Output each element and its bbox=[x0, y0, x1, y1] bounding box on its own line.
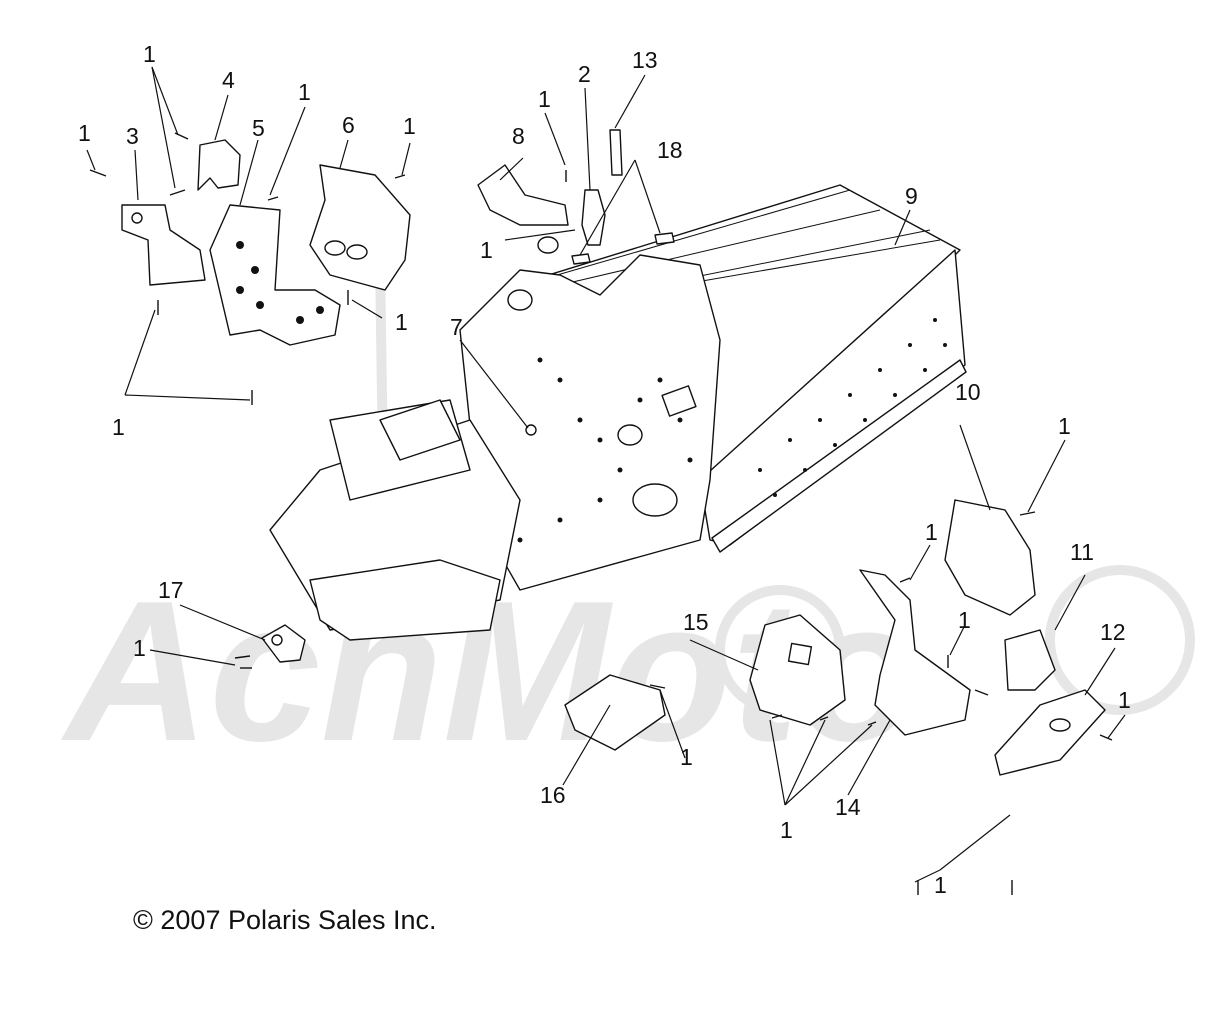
leader-lines bbox=[86, 66, 1126, 883]
callout-1: 1 bbox=[680, 744, 693, 770]
part-2-bracket bbox=[581, 189, 606, 246]
part-7-fastener bbox=[525, 424, 537, 436]
part-16-plate bbox=[564, 674, 666, 751]
callout-9: 9 bbox=[905, 183, 918, 209]
part-6-cover bbox=[309, 164, 411, 291]
part-4-bracket bbox=[197, 139, 241, 191]
callout-1: 1 bbox=[403, 113, 416, 139]
callout-1: 1 bbox=[925, 519, 938, 545]
callout-12: 12 bbox=[1100, 619, 1126, 645]
callout-10: 10 bbox=[955, 379, 981, 405]
chassis-assembly bbox=[269, 184, 967, 641]
watermark-wheel-icon bbox=[1045, 565, 1195, 715]
part-3-bracket bbox=[121, 204, 206, 286]
callout-3: 3 bbox=[126, 123, 139, 149]
part-11-bracket bbox=[1004, 629, 1056, 691]
part-12-bracket bbox=[994, 689, 1106, 776]
callout-11: 11 bbox=[1070, 539, 1094, 565]
callout-1: 1 bbox=[78, 120, 91, 146]
callout-18: 18 bbox=[657, 137, 683, 163]
callout-1: 1 bbox=[143, 41, 156, 67]
callout-16: 16 bbox=[540, 782, 566, 808]
rivets bbox=[89, 132, 1113, 895]
part-14-bracket bbox=[859, 569, 971, 736]
callout-14: 14 bbox=[835, 794, 861, 820]
callout-17: 17 bbox=[158, 577, 184, 603]
callout-1: 1 bbox=[1118, 687, 1131, 713]
callout-1: 1 bbox=[934, 872, 947, 898]
callout-1: 1 bbox=[395, 309, 408, 335]
callout-13: 13 bbox=[632, 47, 658, 73]
callout-1: 1 bbox=[133, 635, 146, 661]
callout-1: 1 bbox=[298, 79, 311, 105]
callout-6: 6 bbox=[342, 112, 355, 138]
part-5-skid-plate bbox=[209, 204, 341, 346]
callout-1: 1 bbox=[112, 414, 125, 440]
callout-1: 1 bbox=[1058, 413, 1071, 439]
callout-7: 7 bbox=[450, 314, 463, 340]
part-8-bracket bbox=[477, 164, 569, 226]
part-18-pads bbox=[571, 232, 675, 265]
callout-labels: 1 4 1 6 1 1 3 5 1 1 2 13 1 8 18 1 9 7 10… bbox=[78, 41, 1131, 898]
callout-1: 1 bbox=[780, 817, 793, 843]
callout-1: 1 bbox=[958, 607, 971, 633]
callout-1: 1 bbox=[480, 237, 493, 263]
part-13-strap bbox=[609, 129, 623, 176]
callout-5: 5 bbox=[252, 115, 265, 141]
callout-4: 4 bbox=[222, 67, 235, 93]
part-17-bracket bbox=[261, 624, 306, 663]
part-10-cover bbox=[944, 499, 1036, 616]
part-15-cover bbox=[749, 614, 846, 726]
callout-2: 2 bbox=[578, 61, 591, 87]
callout-8: 8 bbox=[512, 123, 525, 149]
callout-15: 15 bbox=[683, 609, 709, 635]
copyright-notice: © 2007 Polaris Sales Inc. bbox=[133, 905, 437, 935]
callout-1: 1 bbox=[538, 86, 551, 112]
